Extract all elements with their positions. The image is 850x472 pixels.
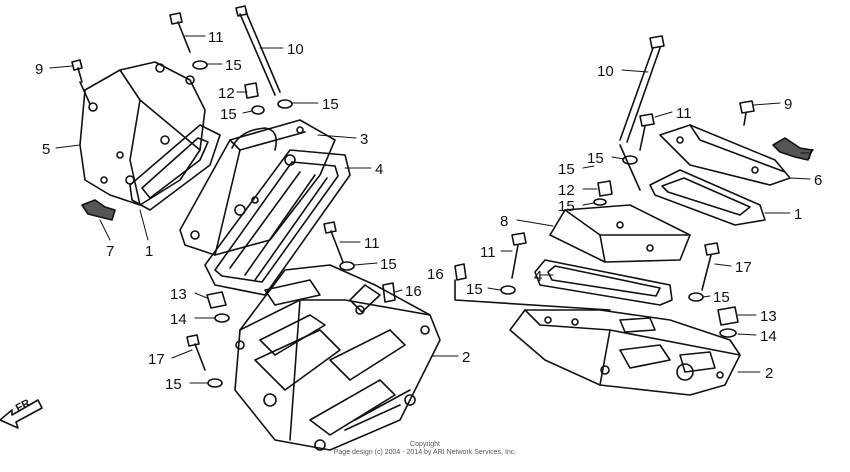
left-gasket-1: [129, 124, 221, 211]
left-nut-13: [206, 291, 227, 309]
copyright-title: Copyright: [410, 441, 440, 448]
callout-9-right: 9: [784, 96, 792, 113]
left-cover-5: [79, 61, 206, 206]
callout-15-left-bolt: 15: [322, 96, 339, 113]
left-cap-12: [244, 82, 259, 99]
callout-1-right: 1: [794, 206, 802, 223]
right-gasket-1: [649, 169, 766, 226]
callout-14-left: 14: [170, 311, 187, 328]
right-washer-14: [719, 328, 737, 338]
callout-12-left: 12: [218, 85, 235, 102]
callout-15-right-lower: 15: [466, 281, 483, 298]
left-bolt-11b: [323, 221, 344, 263]
right-washer-15d: [688, 292, 704, 302]
callout-15-right-cap: 15: [558, 198, 575, 215]
callout-16-right: 16: [427, 266, 444, 283]
left-washer-15a: [192, 60, 208, 70]
callout-13-right: 13: [760, 308, 777, 325]
callout-2-right: 2: [765, 365, 773, 382]
callout-11-right-lower: 11: [480, 244, 496, 261]
callout-16-left: 16: [405, 283, 422, 300]
callout-14-right: 14: [760, 328, 777, 345]
callout-17-left: 17: [148, 351, 165, 368]
callout-2-left: 2: [462, 349, 470, 366]
callout-13-left: 13: [170, 286, 187, 303]
callout-5-left: 5: [42, 141, 50, 158]
right-bolt-10: [619, 35, 665, 143]
right-dashed-guide: [454, 144, 641, 311]
right-bolt-11a: [639, 113, 655, 151]
callout-15-left-lower: 15: [380, 256, 397, 273]
callout-15-right-mid: 15: [558, 161, 575, 178]
callout-10-right: 10: [597, 63, 614, 80]
callout-6-right: 6: [814, 172, 822, 189]
callout-15-right-upper: 15: [587, 150, 604, 167]
right-washer-15c: [500, 285, 516, 295]
left-dowel-16: [382, 282, 396, 303]
callout-1-left: 1: [145, 243, 153, 260]
left-washer-15c: [277, 99, 293, 109]
right-cover-6: [659, 124, 791, 186]
left-bolt-9: [71, 59, 91, 105]
right-separator-8: [549, 204, 691, 263]
right-cap-12: [597, 180, 613, 197]
left-washer-15d: [339, 261, 355, 271]
left-bolt-17: [186, 334, 206, 371]
callout-12-right: 12: [558, 182, 575, 199]
right-washer-15b: [593, 198, 607, 206]
left-washer-15e: [207, 378, 223, 388]
callout-17-right: 17: [735, 259, 752, 276]
callout-7-right: 7: [806, 146, 814, 163]
left-bolt-11a: [169, 12, 191, 53]
callout-15-left-upper: 15: [225, 57, 242, 74]
right-washer-15a: [622, 155, 638, 165]
callout-15-left-cap: 15: [220, 106, 237, 123]
right-nut-13: [717, 306, 739, 326]
callout-15-left-bottom: 15: [165, 376, 182, 393]
left-bracket-7: [81, 199, 116, 221]
right-bolt-17: [701, 242, 720, 291]
left-bolt-10: [235, 5, 281, 96]
callout-8-right: 8: [500, 213, 508, 230]
callout-11-right-upper: 11: [676, 105, 692, 122]
callout-3-left: 3: [360, 131, 368, 148]
callout-15-right-bottom: 15: [713, 289, 730, 306]
callout-4-right: 4: [534, 268, 542, 285]
callout-11-left-lower: 11: [364, 235, 380, 252]
right-bracket-7: [772, 137, 813, 161]
callout-11-left-upper: 11: [208, 29, 224, 46]
front-direction-arrow-icon: [0, 399, 43, 429]
right-cylinder-head-2: [509, 309, 741, 396]
left-washer-15b: [251, 105, 265, 115]
left-washer-14: [214, 313, 230, 323]
callout-9-left: 9: [35, 61, 43, 78]
right-bolt-11b: [511, 232, 527, 279]
copyright-notice: Page design (c) 2004 - 2014 by ARI Netwo…: [333, 449, 517, 456]
right-dowel-16: [454, 263, 467, 281]
callout-10-left: 10: [287, 41, 304, 58]
callout-4-left: 4: [375, 161, 383, 178]
callout-7-left: 7: [106, 243, 114, 260]
left-cylinder-head-2: [234, 264, 441, 451]
right-gasket-4: [534, 259, 673, 306]
right-bolt-9: [739, 100, 755, 126]
left-gasket-4: [204, 149, 351, 296]
